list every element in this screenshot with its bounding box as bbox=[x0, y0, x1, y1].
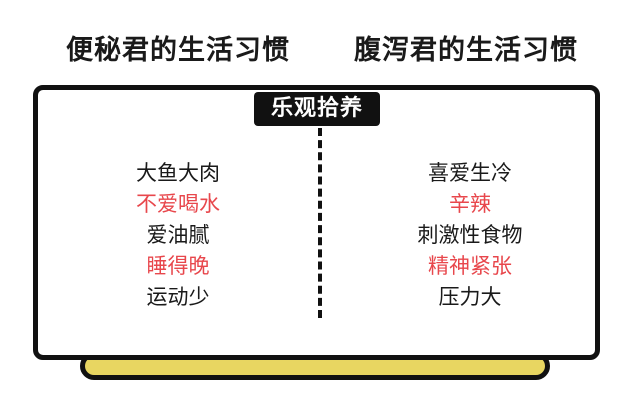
left-habit-item: 大鱼大肉 bbox=[136, 161, 220, 185]
right-habit-item: 辛辣 bbox=[449, 192, 491, 216]
left-habit-item: 不爱喝水 bbox=[136, 192, 220, 216]
comparison-panel bbox=[33, 85, 600, 360]
right-habit-item: 精神紧张 bbox=[428, 254, 512, 278]
brand-badge: 乐观拾养 bbox=[254, 92, 380, 126]
left-column-title: 便秘君的生活习惯 bbox=[66, 35, 290, 66]
left-habit-item: 睡得晚 bbox=[146, 254, 210, 278]
left-habit-item: 爱油腻 bbox=[146, 223, 210, 247]
right-habit-list: 喜爱生冷 辛辣 刺激性食物 精神紧张 压力大 bbox=[340, 158, 600, 313]
right-habit-item: 喜爱生冷 bbox=[428, 161, 512, 185]
left-habit-list: 大鱼大肉 不爱喝水 爱油腻 睡得晚 运动少 bbox=[48, 158, 308, 313]
right-habit-item: 压力大 bbox=[438, 285, 502, 309]
right-habit-item: 刺激性食物 bbox=[417, 223, 523, 247]
left-habit-item: 运动少 bbox=[146, 285, 210, 309]
right-column-title: 腹泻君的生活习惯 bbox=[354, 35, 578, 66]
center-divider bbox=[318, 128, 322, 318]
